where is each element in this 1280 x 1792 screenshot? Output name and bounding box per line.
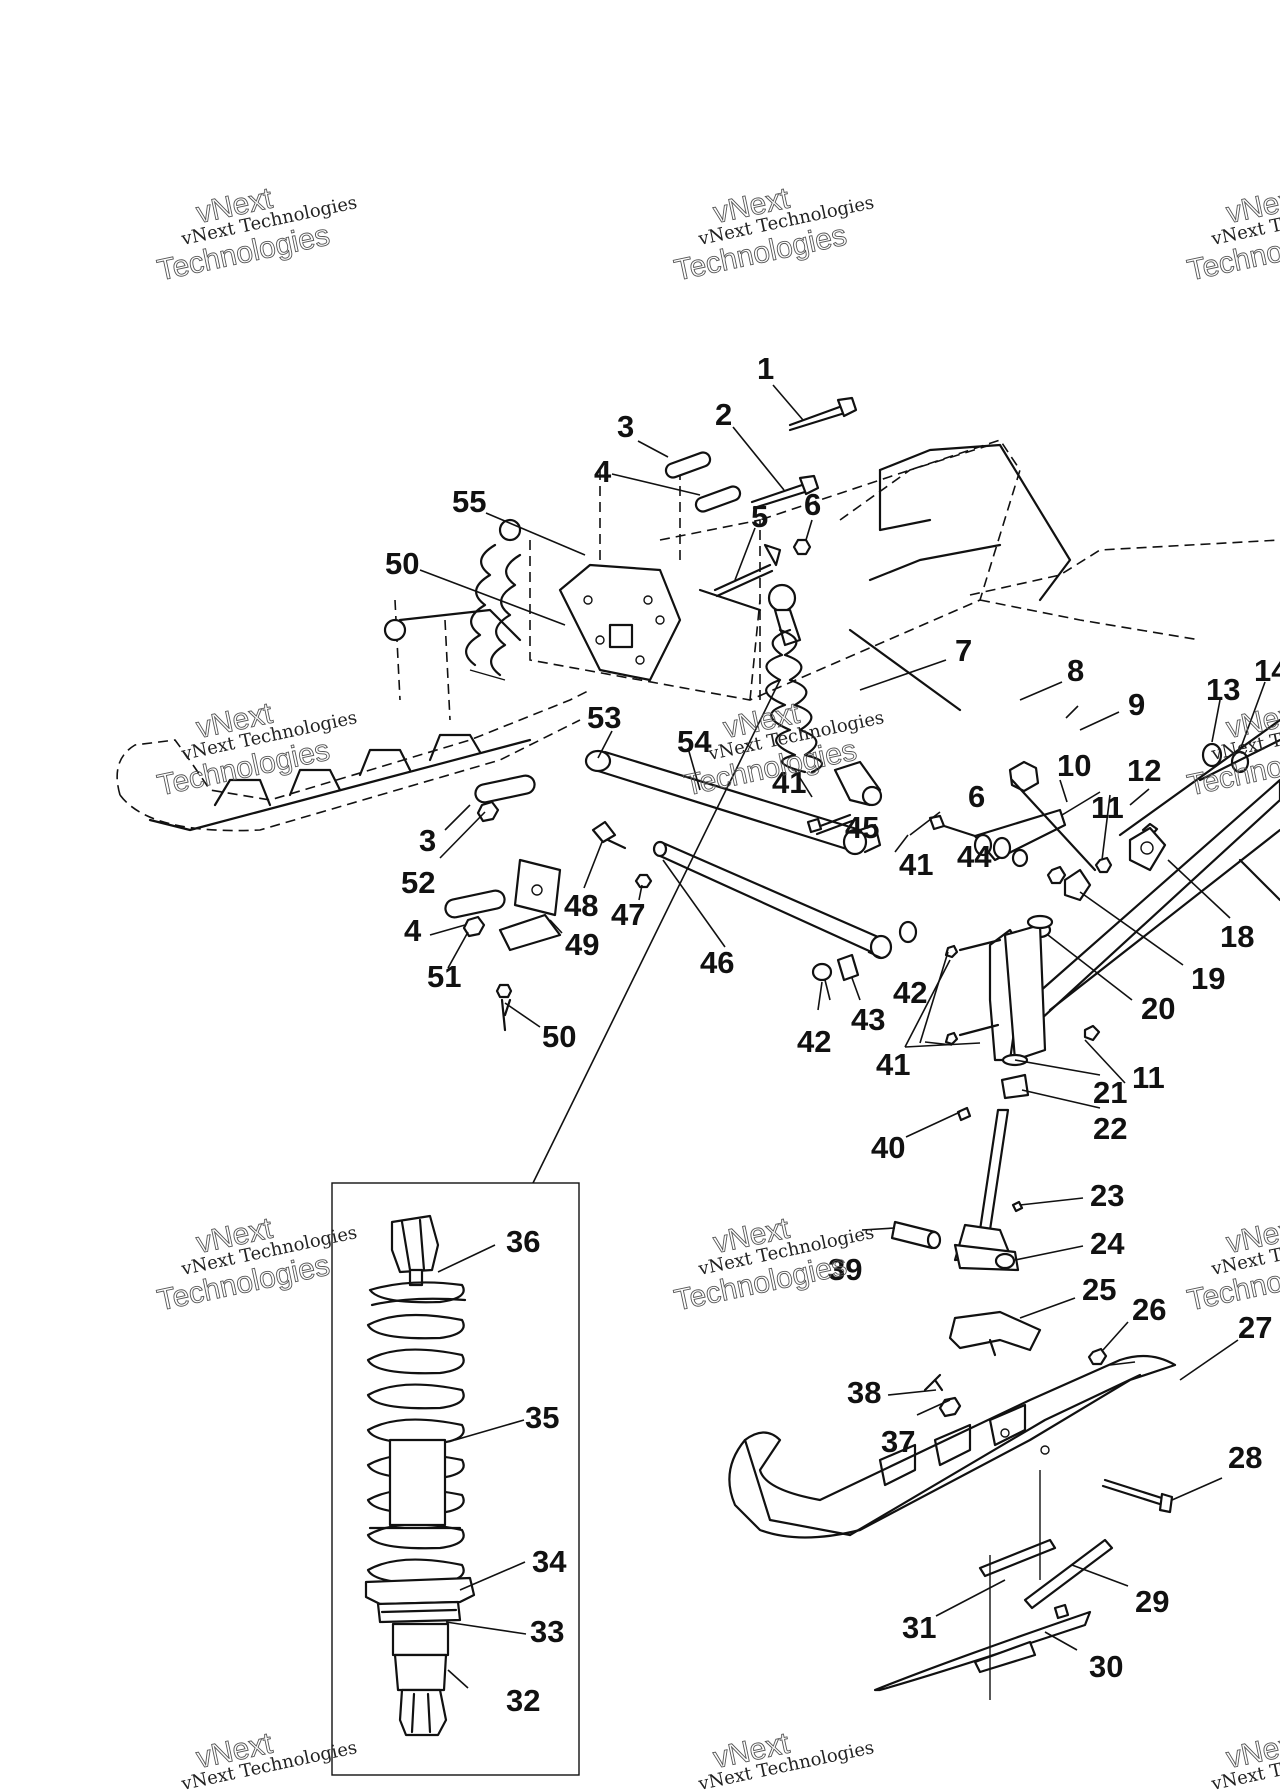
callout-48: 48 (564, 888, 598, 923)
watermark: vNext vNext Technologies (696, 1726, 876, 1792)
callout-25: 25 (1082, 1272, 1116, 1307)
callout-39: 39 (828, 1252, 862, 1287)
callout-11: 11 (1132, 1060, 1165, 1095)
right-ski (728, 1354, 1177, 1539)
callout-22: 22 (1093, 1111, 1127, 1146)
callout-21: 21 (1093, 1075, 1127, 1110)
callout-13: 13 (1206, 672, 1240, 707)
callout-50: 50 (385, 546, 419, 581)
callout-40: 40 (871, 1130, 905, 1165)
callout-labels: 1 2 3 4 5 6 55 50 7 8 9 13 14 53 54 41 6… (385, 351, 1280, 1718)
callout-7: 7 (955, 633, 972, 668)
callout-23: 23 (1090, 1178, 1124, 1213)
callout-3: 3 (419, 823, 436, 858)
callout-1: 1 (757, 351, 774, 386)
watermark: vNext vNext Technologies Technologies (1184, 181, 1280, 288)
callout-14: 14 (1254, 653, 1280, 688)
callout-32: 32 (506, 1683, 540, 1718)
spindle-assembly (944, 914, 1101, 1272)
watermark: vNext vNext Technologies Technologies (1184, 1211, 1280, 1318)
callout-38: 38 (847, 1375, 881, 1410)
callout-2: 2 (715, 397, 732, 432)
watermark: vNext vNext Technologies (1209, 1726, 1280, 1792)
callout-24: 24 (1090, 1226, 1125, 1261)
top-hardware (664, 396, 858, 598)
steering-arm (1028, 718, 1280, 1022)
callout-34: 34 (532, 1544, 567, 1579)
callout-52: 52 (401, 865, 435, 900)
ski-hardware (923, 1347, 1174, 1514)
callout-42: 42 (893, 975, 927, 1010)
callout-47: 47 (611, 897, 645, 932)
leader-lines (419, 384, 1266, 1689)
watermark: vNext vNext Technologies (179, 1726, 359, 1792)
callout-51: 51 (427, 959, 461, 994)
callout-26: 26 (1132, 1292, 1166, 1327)
callout-6: 6 (968, 779, 985, 814)
callout-54: 54 (677, 724, 712, 759)
callout-11: 11 (1091, 790, 1124, 825)
callout-3: 3 (617, 409, 634, 444)
callout-4: 4 (404, 913, 422, 948)
callout-28: 28 (1228, 1440, 1262, 1475)
callout-31: 31 (902, 1610, 936, 1645)
ski-saddle (948, 1310, 1042, 1357)
left-shock (465, 518, 522, 681)
callout-19: 19 (1191, 961, 1225, 996)
callout-55: 55 (452, 484, 486, 519)
callout-44: 44 (957, 839, 992, 874)
callout-46: 46 (700, 945, 734, 980)
front-bulkhead-frame (529, 439, 1280, 701)
callout-30: 30 (1089, 1649, 1123, 1684)
upper-radius-rod (584, 749, 882, 856)
callout-41: 41 (876, 1047, 910, 1082)
callout-27: 27 (1238, 1310, 1272, 1345)
callout-4: 4 (594, 454, 612, 489)
callout-41: 41 (772, 765, 806, 800)
wear-bars (873, 1470, 1114, 1700)
callout-35: 35 (525, 1400, 559, 1435)
callout-49: 49 (565, 927, 599, 962)
watermark: vNext vNext Technologies Technologies (154, 181, 359, 288)
callout-33: 33 (530, 1614, 564, 1649)
callout-12: 12 (1127, 753, 1161, 788)
callout-9: 9 (1128, 687, 1145, 722)
callout-10: 10 (1057, 748, 1091, 783)
callout-5: 5 (751, 499, 768, 534)
mount-plate (558, 563, 682, 682)
callout-53: 53 (587, 700, 621, 735)
callout-45: 45 (845, 810, 879, 845)
callout-42: 42 (797, 1024, 831, 1059)
front-shock (698, 583, 962, 807)
callout-36: 36 (506, 1224, 540, 1259)
callout-6: 6 (804, 487, 821, 522)
watermark: vNext vNext Technologies Technologies (671, 181, 876, 288)
callout-29: 29 (1135, 1584, 1169, 1619)
callout-8: 8 (1067, 653, 1084, 688)
shock-detail-inset (331, 1182, 580, 1776)
lower-radius-rod (652, 840, 918, 982)
callout-37: 37 (881, 1424, 915, 1459)
callout-43: 43 (851, 1002, 885, 1037)
middle-hardware (806, 760, 1113, 885)
watermark: vNext vNext Technologies Technologies (154, 696, 359, 803)
callout-41: 41 (899, 847, 933, 882)
left-hardware (444, 774, 653, 1032)
callout-50: 50 (542, 1019, 576, 1054)
left-ski (116, 599, 591, 832)
bushing (890, 1220, 942, 1250)
callout-18: 18 (1220, 919, 1254, 954)
callout-20: 20 (1141, 991, 1175, 1026)
